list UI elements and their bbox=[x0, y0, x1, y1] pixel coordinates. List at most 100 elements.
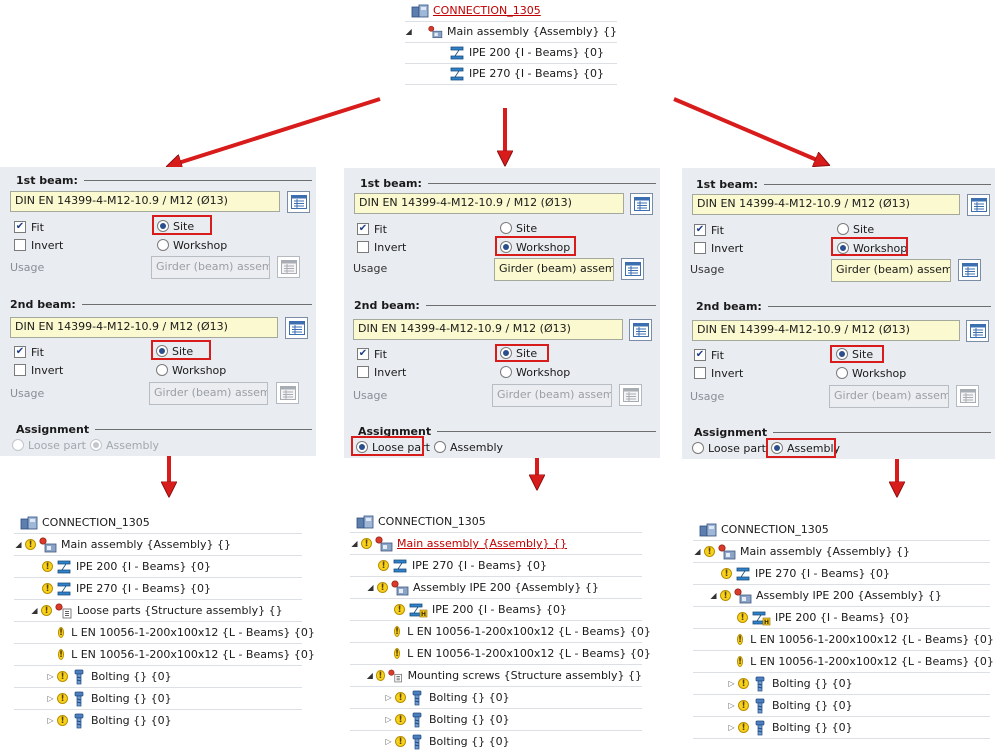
usage-field[interactable]: Girder (beam) assembly bbox=[494, 258, 614, 281]
bolt-type-field[interactable]: DIN EN 14399-4-M12-10.9 / M12 (Ø13) bbox=[353, 319, 623, 340]
expand-open-icon[interactable]: ◢ bbox=[710, 591, 717, 600]
tree-row-bolting[interactable]: ▷ ! Bolting {} {0} bbox=[693, 717, 990, 739]
expand-open-icon[interactable]: ◢ bbox=[367, 583, 374, 592]
tree-row-structure-assembly[interactable]: ◢ ! Mounting screws {Structure assembly}… bbox=[350, 665, 642, 687]
expand-closed-icon[interactable]: ▷ bbox=[385, 693, 392, 702]
bolt-type-field[interactable]: DIN EN 14399-4-M12-10.9 / M12 (Ø13) bbox=[354, 193, 624, 214]
tree-row-main-assembly[interactable]: ◢ ! Main assembly {Assembly} {} bbox=[693, 541, 990, 563]
loose-part-radio[interactable]: Loose part bbox=[692, 440, 766, 456]
expand-closed-icon[interactable]: ▷ bbox=[728, 701, 735, 710]
tree-row-main-assembly[interactable]: ◢ ! Main assembly {Assembly} {} bbox=[14, 534, 302, 556]
expand-open-icon[interactable]: ◢ bbox=[15, 540, 22, 549]
workshop-radio[interactable]: Workshop bbox=[500, 239, 570, 255]
catalog-button[interactable] bbox=[630, 193, 653, 215]
workshop-radio[interactable]: Workshop bbox=[156, 362, 226, 378]
tree-row-bolting[interactable]: ▷ ! Bolting {} {0} bbox=[350, 731, 642, 752]
loose-part-radio[interactable]: Loose part bbox=[356, 439, 430, 455]
tree-row-main-assembly[interactable]: ◢ Main assembly {Assembly} {} bbox=[405, 21, 617, 43]
site-radio[interactable]: Site bbox=[156, 343, 193, 359]
expand-closed-icon[interactable]: ▷ bbox=[47, 672, 54, 681]
expand-closed-icon[interactable]: ▷ bbox=[47, 694, 54, 703]
tree-row-main-assembly[interactable]: ◢ ! Main assembly {Assembly} {} bbox=[350, 533, 642, 555]
site-radio[interactable]: Site bbox=[837, 221, 874, 237]
section-header-1st-beam: 1st beam: bbox=[16, 173, 312, 187]
catalog-button[interactable] bbox=[285, 317, 308, 339]
workshop-radio[interactable]: Workshop bbox=[157, 237, 227, 253]
invert-checkbox[interactable]: Invert bbox=[14, 238, 63, 252]
tree-row-beam[interactable]: ! IPE 270 {I - Beams} {0} bbox=[14, 578, 302, 600]
tree-row-bolting[interactable]: ▷ ! Bolting {} {0} bbox=[693, 673, 990, 695]
bolt-type-field[interactable]: DIN EN 14399-4-M12-10.9 / M12 (Ø13) bbox=[692, 194, 960, 215]
tree-row-beam[interactable]: ! IPE 200 {I - Beams} {0} bbox=[693, 607, 990, 629]
catalog-button[interactable] bbox=[966, 320, 989, 342]
bolt-type-field[interactable]: DIN EN 14399-4-M12-10.9 / M12 (Ø13) bbox=[692, 320, 960, 341]
tree-row-connection[interactable]: CONNECTION_1305 bbox=[14, 512, 302, 534]
fit-checkbox[interactable]: ✔Fit bbox=[694, 223, 724, 237]
catalog-button[interactable] bbox=[621, 258, 644, 280]
catalog-button[interactable] bbox=[958, 259, 981, 281]
fit-checkbox[interactable]: ✔Fit bbox=[694, 348, 724, 362]
expand-closed-icon[interactable]: ▷ bbox=[385, 715, 392, 724]
tree-row-beam[interactable]: IPE 200 {I - Beams} {0} bbox=[405, 42, 617, 64]
tree-row-bolting[interactable]: ▷ ! Bolting {} {0} bbox=[350, 709, 642, 731]
invert-checkbox[interactable]: Invert bbox=[694, 366, 743, 380]
expand-closed-icon[interactable]: ▷ bbox=[728, 679, 735, 688]
expand-open-icon[interactable]: ◢ bbox=[351, 539, 358, 548]
assembly-icon bbox=[734, 588, 752, 604]
catalog-button[interactable] bbox=[287, 191, 310, 213]
tree-row-bolting[interactable]: ▷ ! Bolting {} {0} bbox=[14, 666, 302, 688]
tree-row-beam[interactable]: ! IPE 200 {I - Beams} {0} bbox=[14, 556, 302, 578]
workshop-radio[interactable]: Workshop bbox=[500, 364, 570, 380]
expand-closed-icon[interactable]: ▷ bbox=[728, 723, 735, 732]
assembly-radio[interactable]: Assembly bbox=[771, 440, 840, 456]
expand-closed-icon[interactable]: ▷ bbox=[47, 716, 54, 725]
invert-checkbox[interactable]: Invert bbox=[14, 363, 63, 377]
tree-row-beam[interactable]: ! IPE 270 {I - Beams} {0} bbox=[350, 555, 642, 577]
expand-open-icon[interactable]: ◢ bbox=[31, 606, 38, 615]
tree-row-connection[interactable]: CONNECTION_1305 bbox=[405, 0, 617, 22]
tree-row-beam[interactable]: ! IPE 200 {I - Beams} {0} bbox=[350, 599, 642, 621]
tree-row-beam[interactable]: ! L EN 10056-1-200x100x12 {L - Beams} {0… bbox=[350, 643, 651, 665]
fit-checkbox[interactable]: ✔Fit bbox=[14, 220, 44, 234]
site-radio[interactable]: Site bbox=[500, 220, 537, 236]
tree-row-sub-assembly[interactable]: ◢ ! Assembly IPE 200 {Assembly} {} bbox=[350, 577, 642, 599]
tree-row-sub-assembly[interactable]: ◢ ! Assembly IPE 200 {Assembly} {} bbox=[693, 585, 990, 607]
invert-checkbox[interactable]: Invert bbox=[357, 365, 406, 379]
tree-row-bolting[interactable]: ▷ ! Bolting {} {0} bbox=[14, 688, 302, 710]
fit-checkbox[interactable]: ✔Fit bbox=[357, 347, 387, 361]
tree-row-beam[interactable]: ! L EN 10056-1-200x100x12 {L - Beams} {0… bbox=[693, 629, 994, 651]
usage-field[interactable]: Girder (beam) assembly bbox=[831, 259, 951, 282]
invert-checkbox[interactable]: Invert bbox=[694, 241, 743, 255]
expand-open-icon[interactable]: ◢ bbox=[405, 27, 412, 36]
expand-open-icon[interactable]: ◢ bbox=[366, 671, 373, 680]
divider bbox=[437, 430, 656, 432]
tree-row-beam[interactable]: ! L EN 10056-1-200x100x12 {L - Beams} {0… bbox=[14, 622, 315, 644]
tree-row-bolting[interactable]: ▷ ! Bolting {} {0} bbox=[14, 710, 302, 731]
catalog-button[interactable] bbox=[629, 319, 652, 341]
tree-row-connection[interactable]: CONNECTION_1305 bbox=[693, 519, 990, 541]
tree-row-beam[interactable]: ! IPE 270 {I - Beams} {0} bbox=[693, 563, 990, 585]
tree-row-beam[interactable]: IPE 270 {I - Beams} {0} bbox=[405, 63, 617, 85]
tree-row-structure-assembly[interactable]: ◢ ! Loose parts {Structure assembly} {} bbox=[14, 600, 302, 622]
expand-open-icon[interactable]: ◢ bbox=[694, 547, 701, 556]
site-radio[interactable]: Site bbox=[836, 346, 873, 362]
tree-row-connection[interactable]: CONNECTION_1305 bbox=[350, 511, 642, 533]
workshop-radio[interactable]: Workshop bbox=[836, 365, 906, 381]
site-radio[interactable]: Site bbox=[157, 218, 194, 234]
workshop-radio[interactable]: Workshop bbox=[837, 240, 907, 256]
fit-checkbox[interactable]: ✔Fit bbox=[357, 222, 387, 236]
expand-closed-icon[interactable]: ▷ bbox=[385, 737, 392, 746]
tree-row-bolting[interactable]: ▷ ! Bolting {} {0} bbox=[693, 695, 990, 717]
tree-row-beam[interactable]: ! L EN 10056-1-200x100x12 {L - Beams} {0… bbox=[693, 651, 994, 673]
bolt-type-field[interactable]: DIN EN 14399-4-M12-10.9 / M12 (Ø13) bbox=[10, 191, 280, 212]
tree-row-bolting[interactable]: ▷ ! Bolting {} {0} bbox=[350, 687, 642, 709]
tree-row-beam[interactable]: ! L EN 10056-1-200x100x12 {L - Beams} {0… bbox=[350, 621, 651, 643]
site-radio[interactable]: Site bbox=[500, 345, 537, 361]
fit-checkbox[interactable]: ✔Fit bbox=[14, 345, 44, 359]
bolt-type-field[interactable]: DIN EN 14399-4-M12-10.9 / M12 (Ø13) bbox=[10, 317, 278, 338]
catalog-button[interactable] bbox=[967, 194, 990, 216]
tree-row-beam[interactable]: ! L EN 10056-1-200x100x12 {L - Beams} {0… bbox=[14, 644, 315, 666]
checkmark-icon: ✔ bbox=[357, 223, 369, 235]
assembly-radio[interactable]: Assembly bbox=[434, 439, 503, 455]
invert-checkbox[interactable]: Invert bbox=[357, 240, 406, 254]
